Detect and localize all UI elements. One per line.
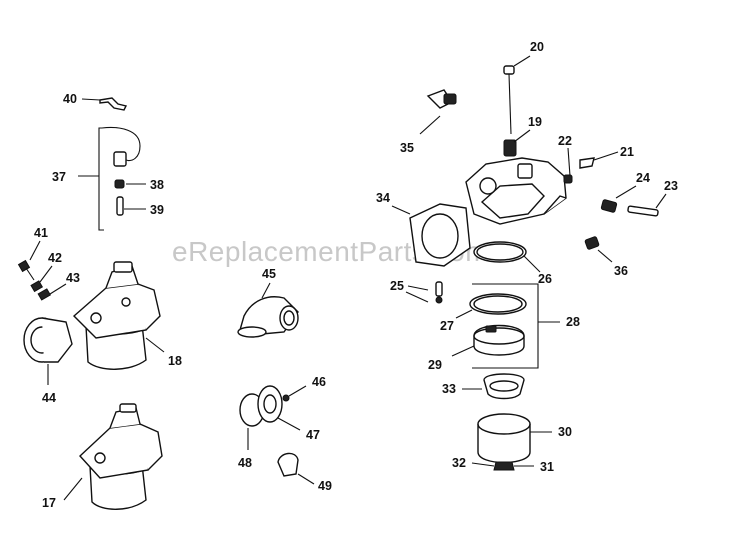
parts-27-28-29: 28 27 29 (428, 283, 580, 372)
part-45-elbow: 45 (237, 267, 299, 338)
callout-33: 33 (442, 382, 456, 396)
callout-39: 39 (150, 203, 164, 217)
part-26-oring: 26 (473, 241, 552, 286)
callout-17: 17 (42, 496, 56, 510)
callout-36: 36 (614, 264, 628, 278)
callout-46: 46 (312, 375, 326, 389)
carb-upper-body (465, 157, 567, 225)
callout-48: 48 (238, 456, 252, 470)
callout-47: 47 (306, 428, 320, 442)
part-30-bowl: 30 (477, 413, 572, 464)
callout-19: 19 (528, 115, 542, 129)
part-37-kit: 37 38 39 (52, 126, 164, 231)
parts-21-22: 22 21 (558, 134, 634, 184)
parts-23-24: 24 23 (600, 171, 678, 217)
callout-29: 29 (428, 358, 442, 372)
callout-30: 30 (558, 425, 572, 439)
callout-32: 32 (452, 456, 466, 470)
part-44: 44 (23, 317, 73, 405)
callout-28: 28 (566, 315, 580, 329)
part-33-spring: 33 (442, 373, 525, 400)
callout-42: 42 (48, 251, 62, 265)
callout-26: 26 (538, 272, 552, 286)
callout-38: 38 (150, 178, 164, 192)
parts-46-49: 46 47 48 49 (238, 375, 332, 493)
part-40-clip: 40 (63, 92, 128, 111)
callout-40: 40 (63, 92, 77, 106)
callout-31: 31 (540, 460, 554, 474)
callout-37: 37 (52, 170, 66, 184)
callout-41: 41 (34, 226, 48, 240)
part-25: 25 (390, 279, 443, 304)
callout-21: 21 (620, 145, 634, 159)
part-34-gasket: 34 (376, 191, 471, 267)
callout-20: 20 (530, 40, 544, 54)
callout-24: 24 (636, 171, 650, 185)
callout-23: 23 (664, 179, 678, 193)
callout-25: 25 (390, 279, 404, 293)
parts-31-32: 32 31 (452, 456, 554, 474)
part-17-carburetor: 17 (42, 403, 163, 510)
callout-45: 45 (262, 267, 276, 281)
callout-49: 49 (318, 479, 332, 493)
parts-41-43: 41 42 43 (17, 226, 80, 301)
part-36: 36 (584, 236, 628, 278)
callout-35: 35 (400, 141, 414, 155)
callout-18: 18 (168, 354, 182, 368)
callout-22: 22 (558, 134, 572, 148)
callout-27: 27 (440, 319, 454, 333)
callout-34: 34 (376, 191, 390, 205)
part-18-carburetor: 18 (72, 261, 182, 370)
parts-19-20-35: 20 19 35 (400, 40, 544, 157)
callout-44: 44 (42, 391, 56, 405)
callout-43: 43 (66, 271, 80, 285)
